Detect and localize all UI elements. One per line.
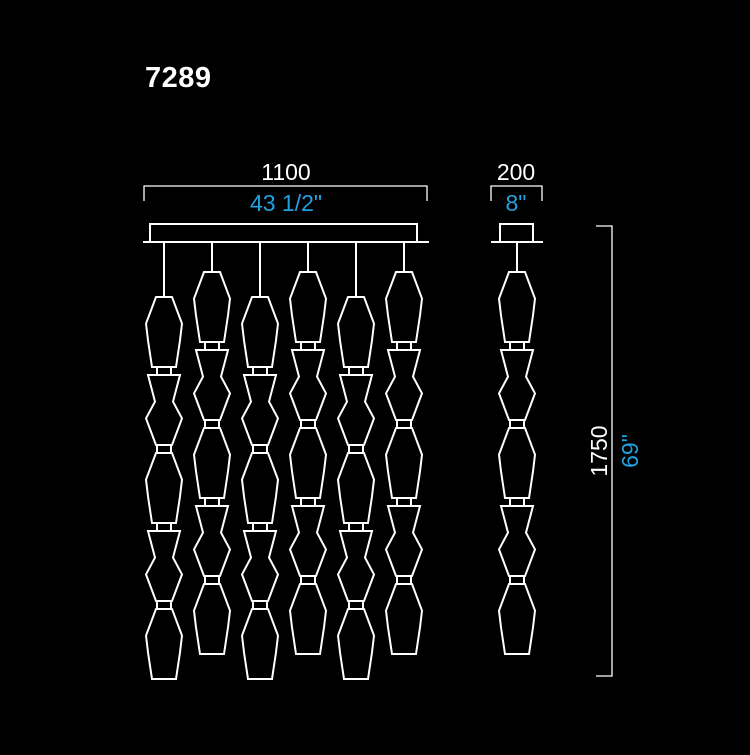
width-dimension-bracket bbox=[143, 185, 428, 201]
glass-pendant bbox=[240, 452, 280, 524]
depth-dimension-bracket bbox=[490, 185, 543, 201]
glass-pendant bbox=[497, 271, 537, 343]
front-view-strands bbox=[144, 242, 424, 680]
pendant-strand-side bbox=[497, 242, 537, 655]
model-code: 7289 bbox=[145, 62, 212, 94]
pendant-connector bbox=[300, 575, 316, 585]
width-dimension bbox=[143, 185, 428, 201]
glass-pendant bbox=[336, 530, 376, 602]
height-dimension bbox=[596, 225, 613, 677]
glass-pendant bbox=[336, 452, 376, 524]
pendant-connector bbox=[300, 497, 316, 507]
glass-pendant bbox=[384, 583, 424, 655]
width-in-label: 43 1/2" bbox=[250, 190, 322, 216]
depth-mm-label: 200 bbox=[497, 159, 535, 185]
pendant-connector bbox=[252, 366, 268, 376]
pendant-connector bbox=[252, 600, 268, 610]
pendant-strand bbox=[384, 242, 424, 655]
pendant-connector bbox=[396, 575, 412, 585]
glass-pendant bbox=[144, 374, 184, 446]
pendant-connector bbox=[204, 497, 220, 507]
glass-pendant bbox=[336, 374, 376, 446]
pendant-connector bbox=[300, 419, 316, 429]
depth-in-label: 8" bbox=[506, 190, 527, 216]
pendant-connector bbox=[348, 522, 364, 532]
glass-pendant bbox=[288, 427, 328, 499]
pendant-connector bbox=[156, 522, 172, 532]
glass-pendant bbox=[288, 583, 328, 655]
glass-pendant bbox=[240, 374, 280, 446]
glass-pendant bbox=[240, 296, 280, 368]
glass-pendant bbox=[288, 271, 328, 343]
glass-pendant bbox=[192, 271, 232, 343]
pendant-connector bbox=[252, 522, 268, 532]
height-in-label: 69" bbox=[617, 434, 643, 468]
glass-pendant bbox=[288, 505, 328, 577]
pendant-connector bbox=[396, 419, 412, 429]
depth-dimension bbox=[490, 185, 543, 201]
glass-pendant bbox=[336, 608, 376, 680]
glass-pendant bbox=[384, 349, 424, 421]
pendant-connector bbox=[204, 419, 220, 429]
glass-pendant bbox=[144, 296, 184, 368]
pendant-connector bbox=[252, 444, 268, 454]
glass-pendant bbox=[384, 427, 424, 499]
pendant-connector bbox=[156, 600, 172, 610]
pendant-connector bbox=[348, 444, 364, 454]
glass-pendant bbox=[384, 271, 424, 343]
pendant-connector bbox=[156, 366, 172, 376]
glass-pendant bbox=[497, 505, 537, 577]
glass-pendant bbox=[240, 530, 280, 602]
side-canopy-box bbox=[499, 223, 534, 243]
glass-pendant bbox=[144, 452, 184, 524]
pendant-strand bbox=[240, 242, 280, 680]
pendant-connector bbox=[300, 341, 316, 351]
pendant-connector bbox=[396, 497, 412, 507]
pendant-connector bbox=[509, 497, 525, 507]
glass-pendant bbox=[144, 608, 184, 680]
pendant-connector bbox=[348, 600, 364, 610]
pendant-connector bbox=[204, 575, 220, 585]
pendant-strand bbox=[192, 242, 232, 655]
pendant-connector bbox=[396, 341, 412, 351]
pendant-connector bbox=[509, 419, 525, 429]
glass-pendant bbox=[384, 505, 424, 577]
glass-pendant bbox=[288, 349, 328, 421]
glass-pendant bbox=[497, 349, 537, 421]
glass-pendant bbox=[144, 530, 184, 602]
front-canopy-box bbox=[149, 223, 418, 243]
pendant-connector bbox=[156, 444, 172, 454]
width-mm-label: 1100 bbox=[261, 159, 310, 185]
height-dimension-bracket bbox=[596, 225, 613, 677]
glass-pendant bbox=[497, 427, 537, 499]
pendant-strand bbox=[336, 242, 376, 680]
glass-pendant bbox=[497, 583, 537, 655]
pendant-connector bbox=[509, 341, 525, 351]
pendant-connector bbox=[204, 341, 220, 351]
pendant-connector bbox=[348, 366, 364, 376]
glass-pendant bbox=[192, 427, 232, 499]
front-canopy bbox=[143, 223, 429, 243]
pendant-strand bbox=[288, 242, 328, 655]
glass-pendant bbox=[240, 608, 280, 680]
glass-pendant bbox=[192, 583, 232, 655]
side-canopy bbox=[491, 223, 543, 243]
pendant-strand bbox=[144, 242, 184, 680]
glass-pendant bbox=[336, 296, 376, 368]
glass-pendant bbox=[192, 505, 232, 577]
side-view-strand bbox=[497, 242, 537, 655]
pendant-connector bbox=[509, 575, 525, 585]
height-mm-label: 1750 bbox=[586, 425, 612, 476]
glass-pendant bbox=[192, 349, 232, 421]
